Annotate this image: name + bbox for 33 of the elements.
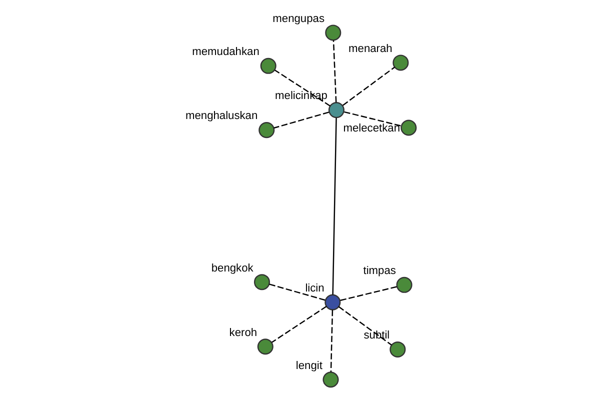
node-label: timpas — [363, 265, 396, 278]
connector — [332, 40, 337, 102]
connector — [342, 66, 396, 106]
node-circle — [257, 338, 274, 355]
connector — [344, 111, 402, 127]
node-circle — [258, 122, 275, 138]
node-circle — [324, 294, 341, 310]
node-label: lengit — [296, 360, 322, 372]
node-circle — [325, 24, 342, 41]
node-label: bengkok — [211, 262, 254, 274]
node-label: licin — [305, 282, 324, 294]
node-label: mengupas — [272, 12, 324, 25]
node-circle — [400, 120, 417, 136]
connector — [338, 306, 392, 346]
connector — [269, 284, 326, 301]
node-circle — [390, 341, 406, 358]
node-circle — [254, 274, 270, 290]
connector — [340, 286, 398, 301]
node-circle — [322, 372, 339, 388]
node-circle — [392, 54, 409, 71]
node-label: melecetkan — [343, 122, 400, 135]
connector — [271, 306, 327, 343]
node-label: subtil — [364, 330, 390, 342]
node-label: menghaluskan — [185, 110, 258, 122]
node-circle — [396, 276, 412, 293]
node-label: menarah — [348, 42, 392, 55]
node-label: keroh — [229, 326, 258, 339]
node-circle — [328, 102, 344, 118]
node-label: memudahkan — [192, 46, 260, 58]
connector — [332, 118, 337, 295]
node-circle — [260, 58, 276, 74]
connector — [330, 310, 334, 372]
connector — [274, 112, 330, 129]
